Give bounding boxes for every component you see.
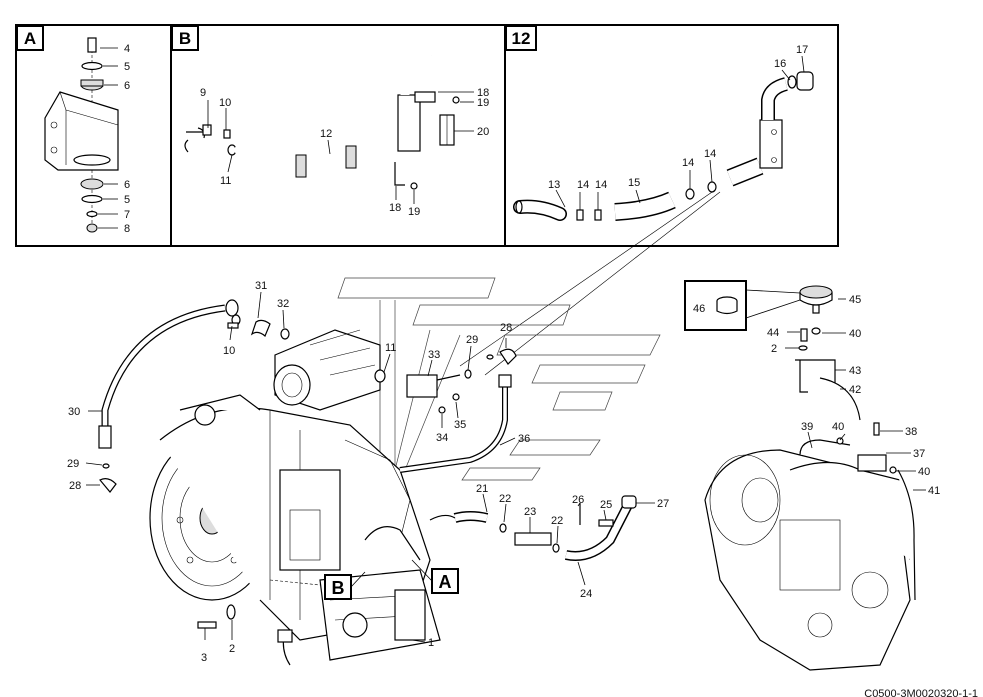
callout-a6b: 6 xyxy=(124,179,130,191)
callout-r42: 42 xyxy=(849,384,861,396)
inset-12-label-box xyxy=(505,25,537,51)
callout-a7: 7 xyxy=(124,209,130,221)
callout-a5: 5 xyxy=(124,61,130,73)
callout-r41: 41 xyxy=(928,485,940,497)
callout-m10: 10 xyxy=(223,345,235,357)
inset-b-label: B xyxy=(179,29,191,48)
callout-c14d: 14 xyxy=(704,148,716,160)
view-marker-a-arrow xyxy=(411,559,433,582)
callout-m29: 29 xyxy=(466,334,478,346)
callout-m29b: 29 xyxy=(67,458,79,470)
callout-m31: 31 xyxy=(255,280,267,292)
callout-r43: 43 xyxy=(849,365,861,377)
callout-m26: 26 xyxy=(572,494,584,506)
callout-r2: 2 xyxy=(771,343,777,355)
view-marker-b-arrow xyxy=(350,571,366,588)
callout-m36: 36 xyxy=(518,433,530,445)
callout-m22b: 22 xyxy=(551,515,563,527)
inset-a-drawing xyxy=(44,37,119,233)
callout-m22: 22 xyxy=(499,493,511,505)
callout-a8: 8 xyxy=(124,223,130,235)
callout-c14a: 14 xyxy=(577,179,589,191)
callout-m2: 2 xyxy=(229,643,235,655)
callout-a6: 6 xyxy=(124,80,130,92)
callout-c15: 15 xyxy=(628,177,640,189)
callout-r40c: 40 xyxy=(918,466,930,478)
callout-c17: 17 xyxy=(796,44,808,56)
callout-m35: 35 xyxy=(454,419,466,431)
callout-r40: 40 xyxy=(849,328,861,340)
inset-a-label-box xyxy=(16,25,44,51)
transmission-main xyxy=(98,299,637,666)
callout-b20: 20 xyxy=(477,126,489,138)
callout-c13: 13 xyxy=(548,179,560,191)
callout-m34: 34 xyxy=(436,432,448,444)
detail-46-frame xyxy=(684,280,747,331)
callout-a5b: 5 xyxy=(124,194,130,206)
callout-m32: 32 xyxy=(277,298,289,310)
inset-b-label-box xyxy=(171,25,199,51)
view-marker-a-box xyxy=(431,568,459,594)
inset-12-drawing xyxy=(513,55,814,221)
view-marker-b-box xyxy=(324,574,352,600)
callout-b18: 18 xyxy=(477,87,489,99)
leader-to-inset-12-a xyxy=(459,189,716,367)
callout-m28b: 28 xyxy=(69,480,81,492)
inset-b-frame xyxy=(170,24,506,247)
inset-12-frame xyxy=(504,24,839,247)
callout-r40b: 40 xyxy=(832,421,844,433)
callout-b9: 9 xyxy=(200,87,206,99)
view-marker-a: A xyxy=(439,572,452,592)
callout-c16: 16 xyxy=(774,58,786,70)
callout-r37: 37 xyxy=(913,448,925,460)
inset-12-label: 12 xyxy=(512,29,531,48)
callout-m33: 33 xyxy=(428,349,440,361)
callout-b11: 11 xyxy=(220,175,231,187)
callout-b19b: 19 xyxy=(408,206,420,218)
callout-m28: 28 xyxy=(500,322,512,334)
callout-r38: 38 xyxy=(905,426,917,438)
callout-m24: 24 xyxy=(580,588,592,600)
view-arrow-hatch xyxy=(337,277,661,481)
callout-r45: 45 xyxy=(849,294,861,306)
callout-m27: 27 xyxy=(657,498,669,510)
callout-b10: 10 xyxy=(219,97,231,109)
right-leader-lines xyxy=(785,298,926,491)
leader-to-inset-12-b xyxy=(484,191,721,376)
callout-b19: 19 xyxy=(477,97,489,109)
callout-m23: 23 xyxy=(524,506,536,518)
callout-a4: 4 xyxy=(124,43,130,55)
callout-r46: 46 xyxy=(693,303,705,315)
callout-m25: 25 xyxy=(600,499,612,511)
callout-m11: 11 xyxy=(385,342,396,354)
right-detail-drawing xyxy=(704,285,916,671)
callout-m30: 30 xyxy=(68,406,80,418)
detail-46-pointer xyxy=(745,289,801,319)
inset-b-drawing xyxy=(184,51,474,204)
callout-b12: 12 xyxy=(320,128,332,140)
callout-r44: 44 xyxy=(767,327,779,339)
callout-r39: 39 xyxy=(801,421,813,433)
main-leader-lines xyxy=(85,291,655,643)
callout-m3: 3 xyxy=(201,652,207,664)
view-marker-b: B xyxy=(332,578,345,598)
footer-code: C0500-3M0020320-1-1 xyxy=(864,688,978,697)
callout-m1: 1 xyxy=(428,637,434,649)
callout-m21: 21 xyxy=(476,483,488,495)
callout-c14c: 14 xyxy=(682,157,694,169)
callout-c14b: 14 xyxy=(595,179,607,191)
inset-a-label: A xyxy=(24,29,36,48)
callout-b18b: 18 xyxy=(389,202,401,214)
